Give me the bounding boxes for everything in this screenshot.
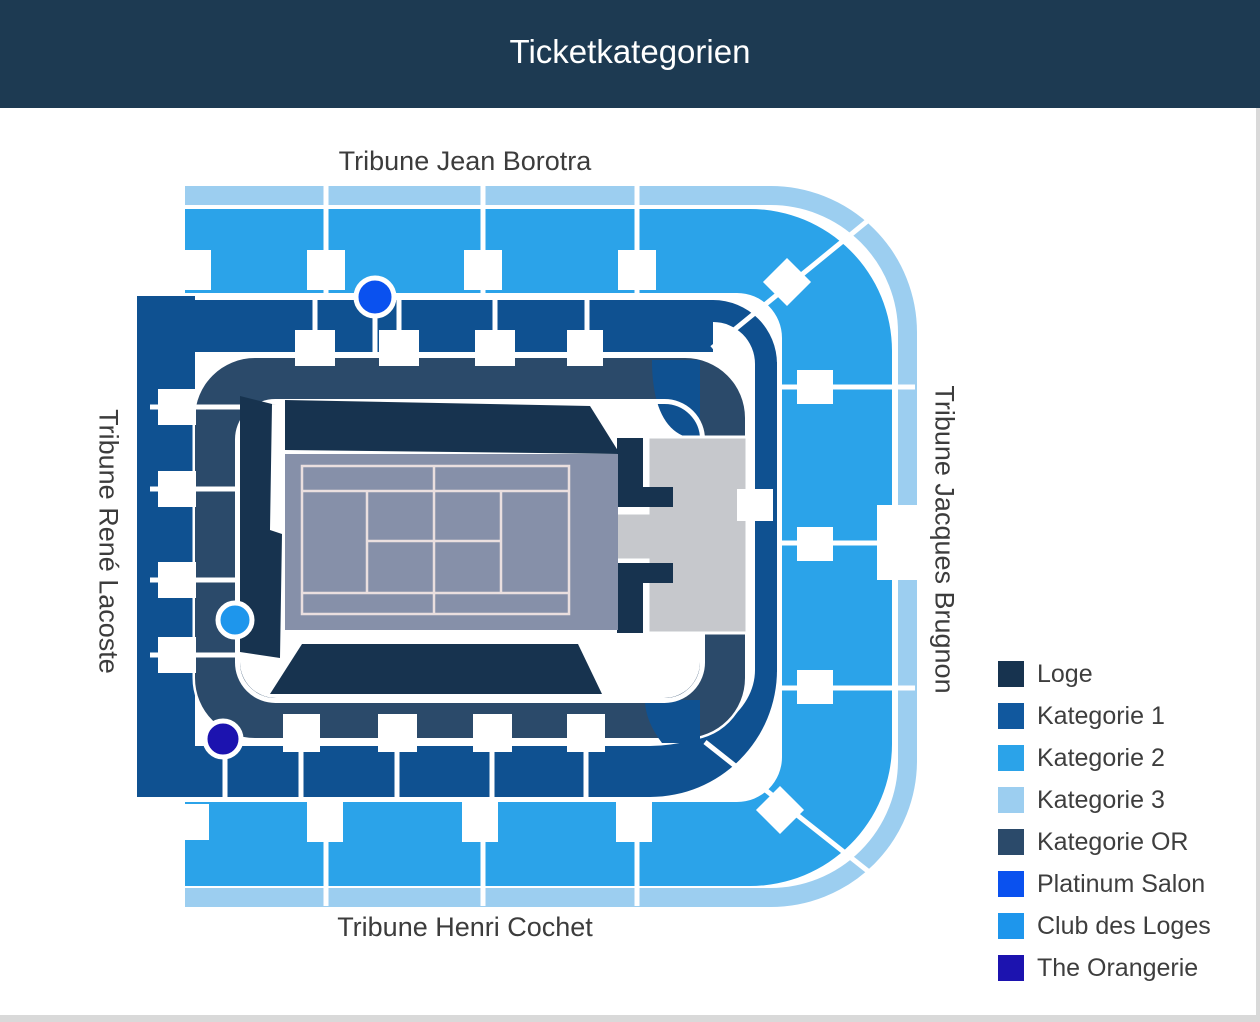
legend-swatch	[998, 703, 1024, 729]
legend-label: Platinum Salon	[1037, 870, 1206, 898]
legend-item: Kategorie OR	[998, 829, 1211, 855]
club-des-loges-marker	[215, 600, 255, 640]
legend-label: Kategorie 2	[1037, 744, 1165, 772]
legend-swatch	[998, 829, 1024, 855]
platinum-salon-marker	[353, 275, 397, 319]
legend-item: Platinum Salon	[998, 871, 1211, 897]
legend-item: The Orangerie	[998, 955, 1211, 981]
loge-brackets	[617, 438, 673, 633]
legend-swatch	[998, 955, 1024, 981]
the-orangerie-marker	[202, 718, 244, 760]
loge-stands	[240, 396, 620, 694]
page-title: Ticketkategorien	[509, 33, 751, 70]
category-markers	[202, 275, 397, 760]
tennis-court	[285, 454, 618, 630]
legend-label: Club des Loges	[1037, 912, 1211, 940]
diamond-gate-bottom-right	[755, 785, 805, 835]
kategorie2-band	[185, 209, 892, 886]
tribune-label-left: Tribune René Lacoste	[93, 409, 124, 674]
legend-label: Kategorie 3	[1037, 786, 1165, 814]
legend-swatch	[998, 661, 1024, 687]
legend-label: Kategorie 1	[1037, 702, 1165, 730]
legend-label: Kategorie OR	[1037, 828, 1189, 856]
legend-item: Kategorie 1	[998, 703, 1211, 729]
legend-item: Kategorie 3	[998, 787, 1211, 813]
header-bar: Ticketkategorien	[0, 0, 1260, 108]
legend-label: The Orangerie	[1037, 954, 1199, 982]
tribune-label-top: Tribune Jean Borotra	[338, 146, 592, 176]
legend-item: Club des Loges	[998, 913, 1211, 939]
diamond-gate-top-right	[762, 257, 812, 307]
kategorie1-ring-corners	[645, 360, 700, 743]
legend-swatch	[998, 787, 1024, 813]
tribune-label-bottom: Tribune Henri Cochet	[337, 912, 593, 942]
court-lines	[300, 464, 571, 616]
legend-swatch	[998, 745, 1024, 771]
legend-item: Kategorie 2	[998, 745, 1211, 771]
legend-label: Loge	[1037, 660, 1093, 688]
gates	[158, 250, 917, 842]
right-border	[1256, 108, 1260, 1022]
legend-swatch	[998, 913, 1024, 939]
legend-item: Loge	[998, 661, 1211, 687]
legend: Loge Kategorie 1 Kategorie 2 Kategorie 3…	[998, 661, 1211, 997]
bottom-border	[0, 1015, 1260, 1022]
legend-swatch	[998, 871, 1024, 897]
tribune-label-right: Tribune Jacques Brugnon	[929, 385, 960, 694]
